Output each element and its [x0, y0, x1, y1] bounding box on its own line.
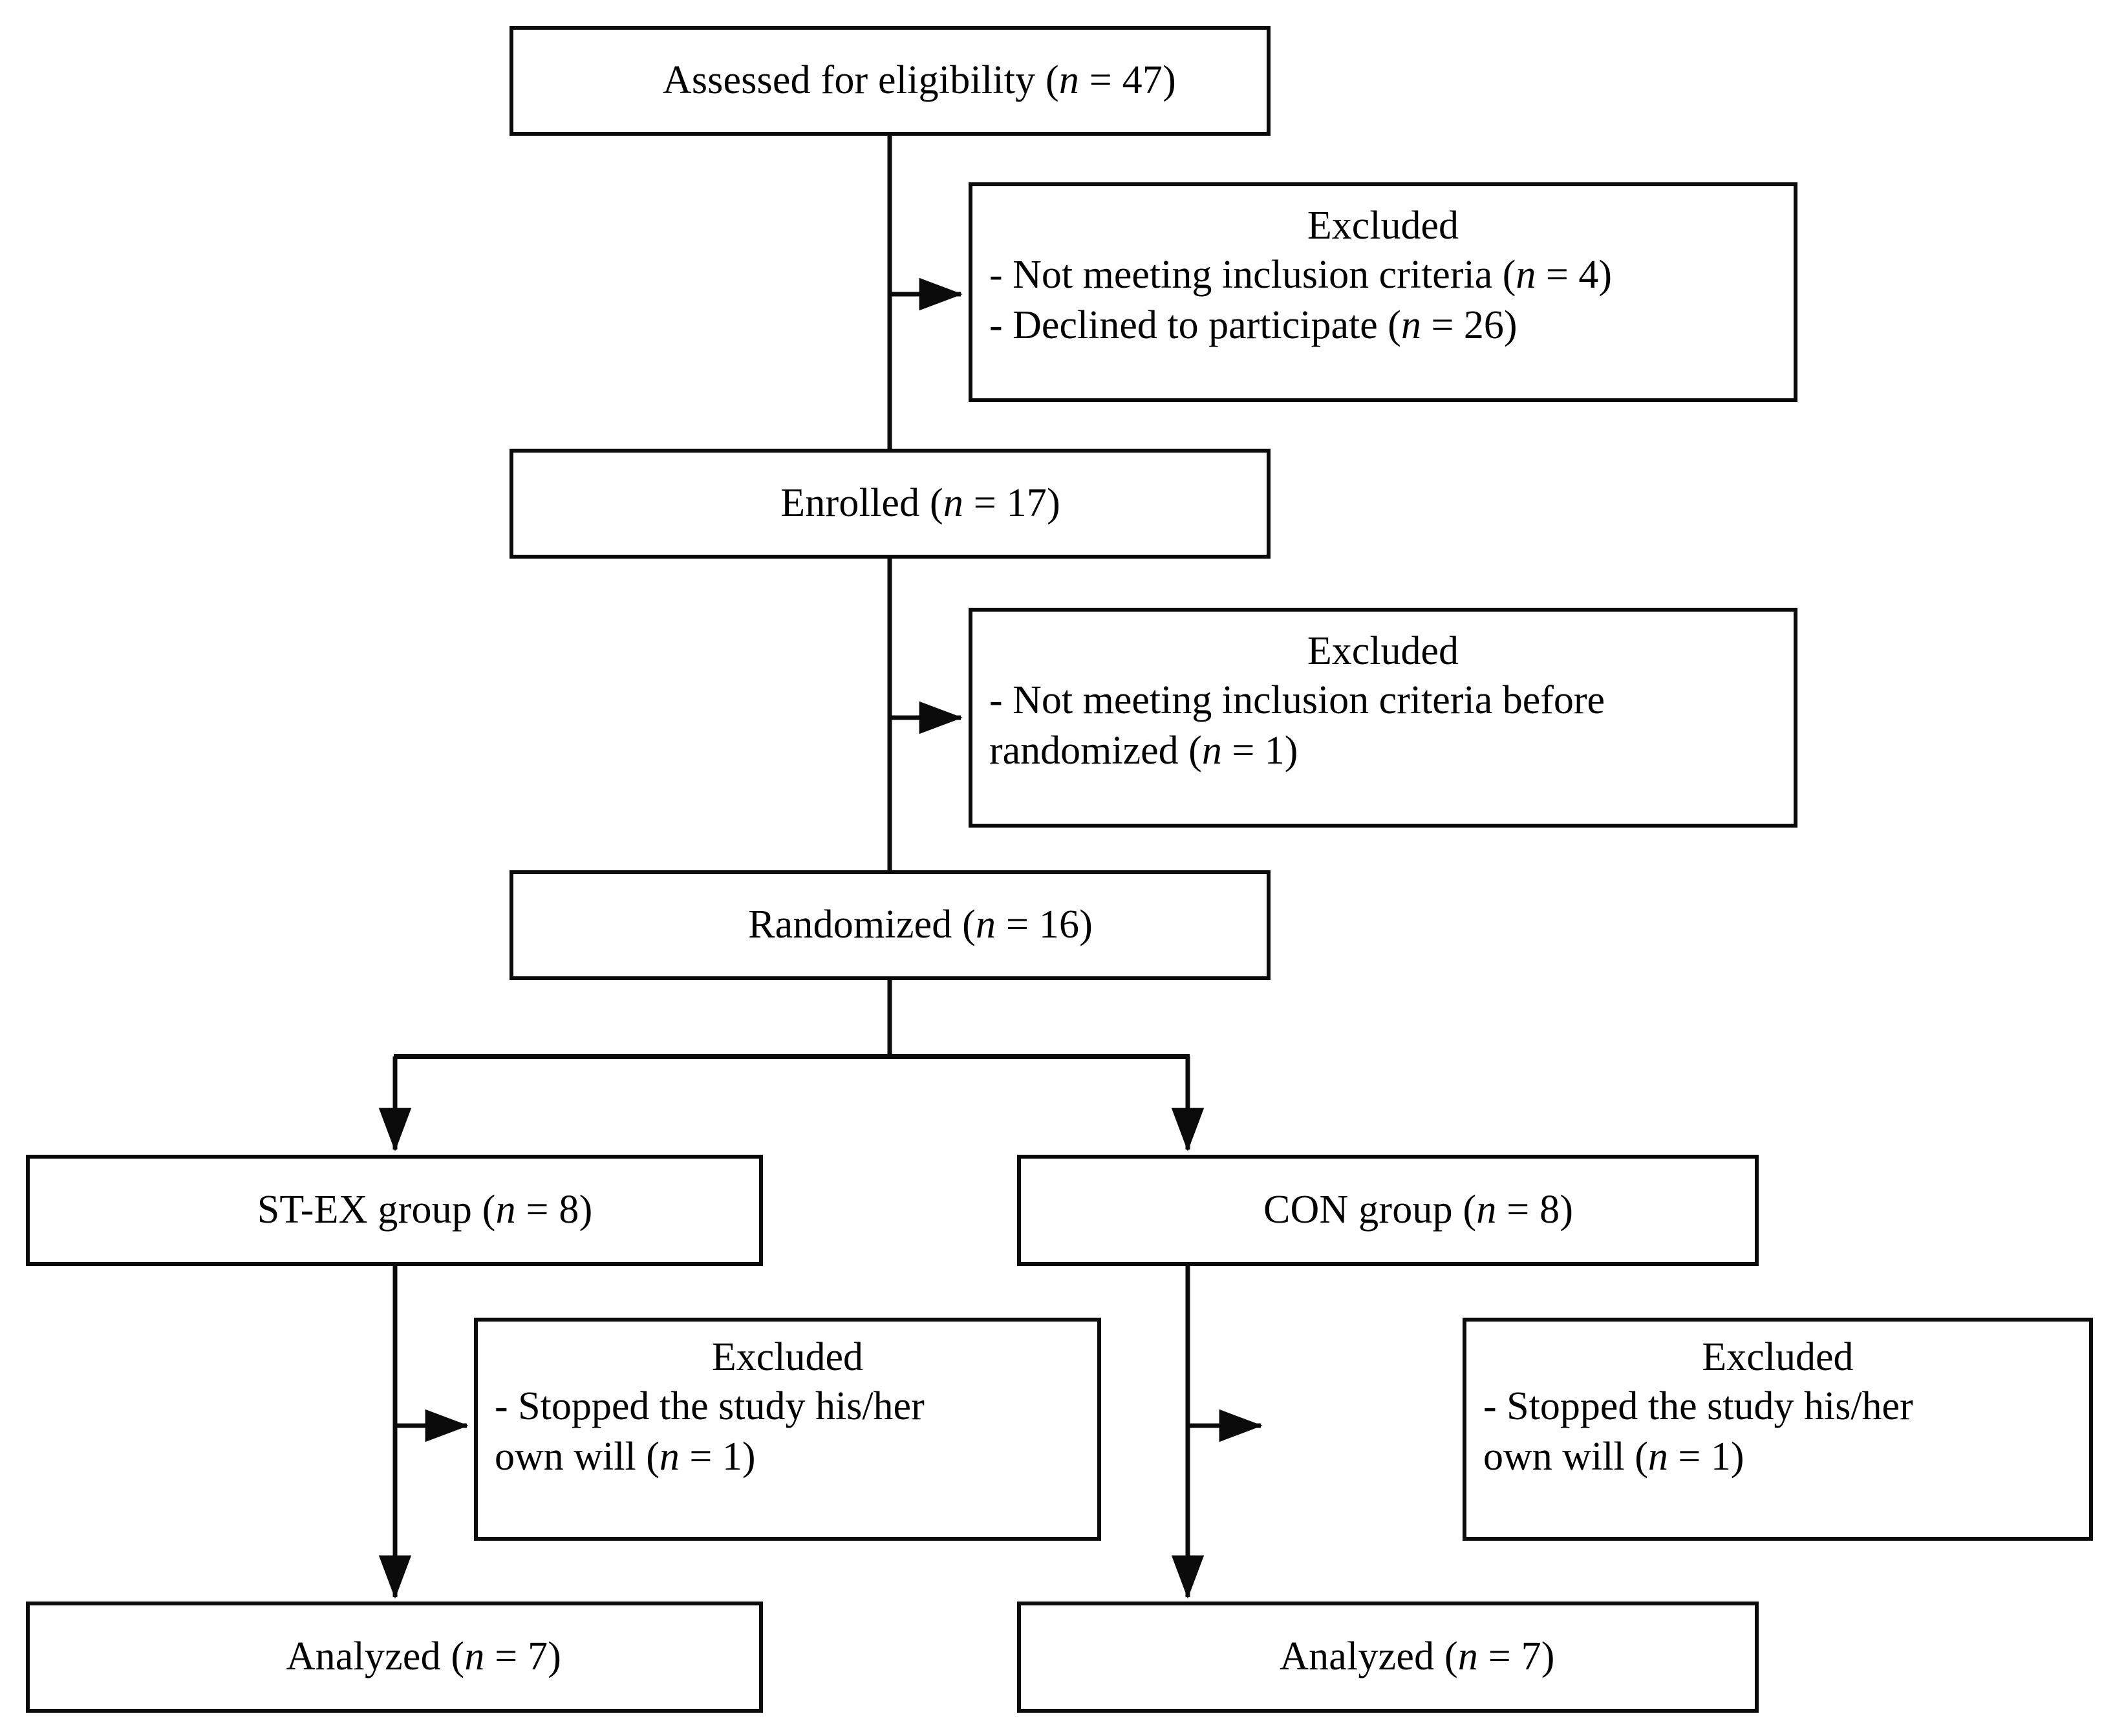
excluded-con-reason-line1: - Stopped the study his/her — [1483, 1384, 1913, 1428]
excluded-reason-criteria-before-randomized-line2: randomized (n = 1) — [989, 729, 1298, 773]
excluded-st-ex-reason-line1: - Stopped the study his/her — [495, 1384, 925, 1428]
excluded-con-reason-line2: own will (n = 1) — [1483, 1435, 1744, 1479]
node-analyzed-st-ex-label: Analyzed (n = 7) — [286, 1634, 562, 1679]
excluded-reason-declined: - Declined to participate (n = 26) — [989, 303, 1518, 348]
node-analyzed-con-label: Analyzed (n = 7) — [1280, 1634, 1555, 1679]
node-enrolled-label: Enrolled (n = 17) — [780, 481, 1060, 526]
excluded-reason-not-meeting-criteria: - Not meeting inclusion criteria (n = 4) — [989, 252, 1612, 297]
node-enrolled: Enrolled (n = 17) — [510, 449, 1271, 559]
excluded-st-ex-title: Excluded — [711, 1335, 864, 1379]
node-excluded-before-randomization: Excluded - Not meeting inclusion criteri… — [969, 608, 1797, 828]
excluded-screening-title: Excluded — [1307, 204, 1459, 248]
excluded-pre-randomization-reasons: - Not meeting inclusion criteria before … — [972, 675, 1794, 776]
node-assessed-label: Assessed for eligibility (n = 47) — [662, 58, 1176, 103]
excluded-con-title: Excluded — [1702, 1335, 1854, 1379]
node-excluded-screening: Excluded - Not meeting inclusion criteri… — [969, 182, 1797, 402]
excluded-st-ex-reason-line2: own will (n = 1) — [495, 1435, 756, 1479]
node-con-group: CON group (n = 8) — [1017, 1155, 1759, 1266]
excluded-pre-randomization-title: Excluded — [1307, 629, 1459, 673]
node-randomized: Randomized (n = 16) — [510, 870, 1271, 980]
excluded-con-reasons: - Stopped the study his/her own will (n … — [1466, 1381, 2089, 1482]
node-assessed-for-eligibility: Assessed for eligibility (n = 47) — [510, 26, 1271, 136]
excluded-screening-reasons: - Not meeting inclusion criteria (n = 4)… — [972, 250, 1794, 350]
node-analyzed-con: Analyzed (n = 7) — [1017, 1602, 1759, 1713]
excluded-st-ex-reasons: - Stopped the study his/her own will (n … — [478, 1381, 1097, 1482]
node-con-group-label: CON group (n = 8) — [1263, 1188, 1574, 1232]
node-excluded-st-ex-dropout: Excluded - Stopped the study his/her own… — [474, 1318, 1101, 1541]
node-st-ex-group: ST-EX group (n = 8) — [26, 1155, 763, 1266]
node-st-ex-group-label: ST-EX group (n = 8) — [257, 1188, 593, 1232]
excluded-reason-criteria-before-randomized-line1: - Not meeting inclusion criteria before — [989, 678, 1605, 722]
node-randomized-label: Randomized (n = 16) — [748, 903, 1093, 947]
node-analyzed-st-ex: Analyzed (n = 7) — [26, 1602, 763, 1713]
node-excluded-con-dropout: Excluded - Stopped the study his/her own… — [1463, 1318, 2093, 1541]
